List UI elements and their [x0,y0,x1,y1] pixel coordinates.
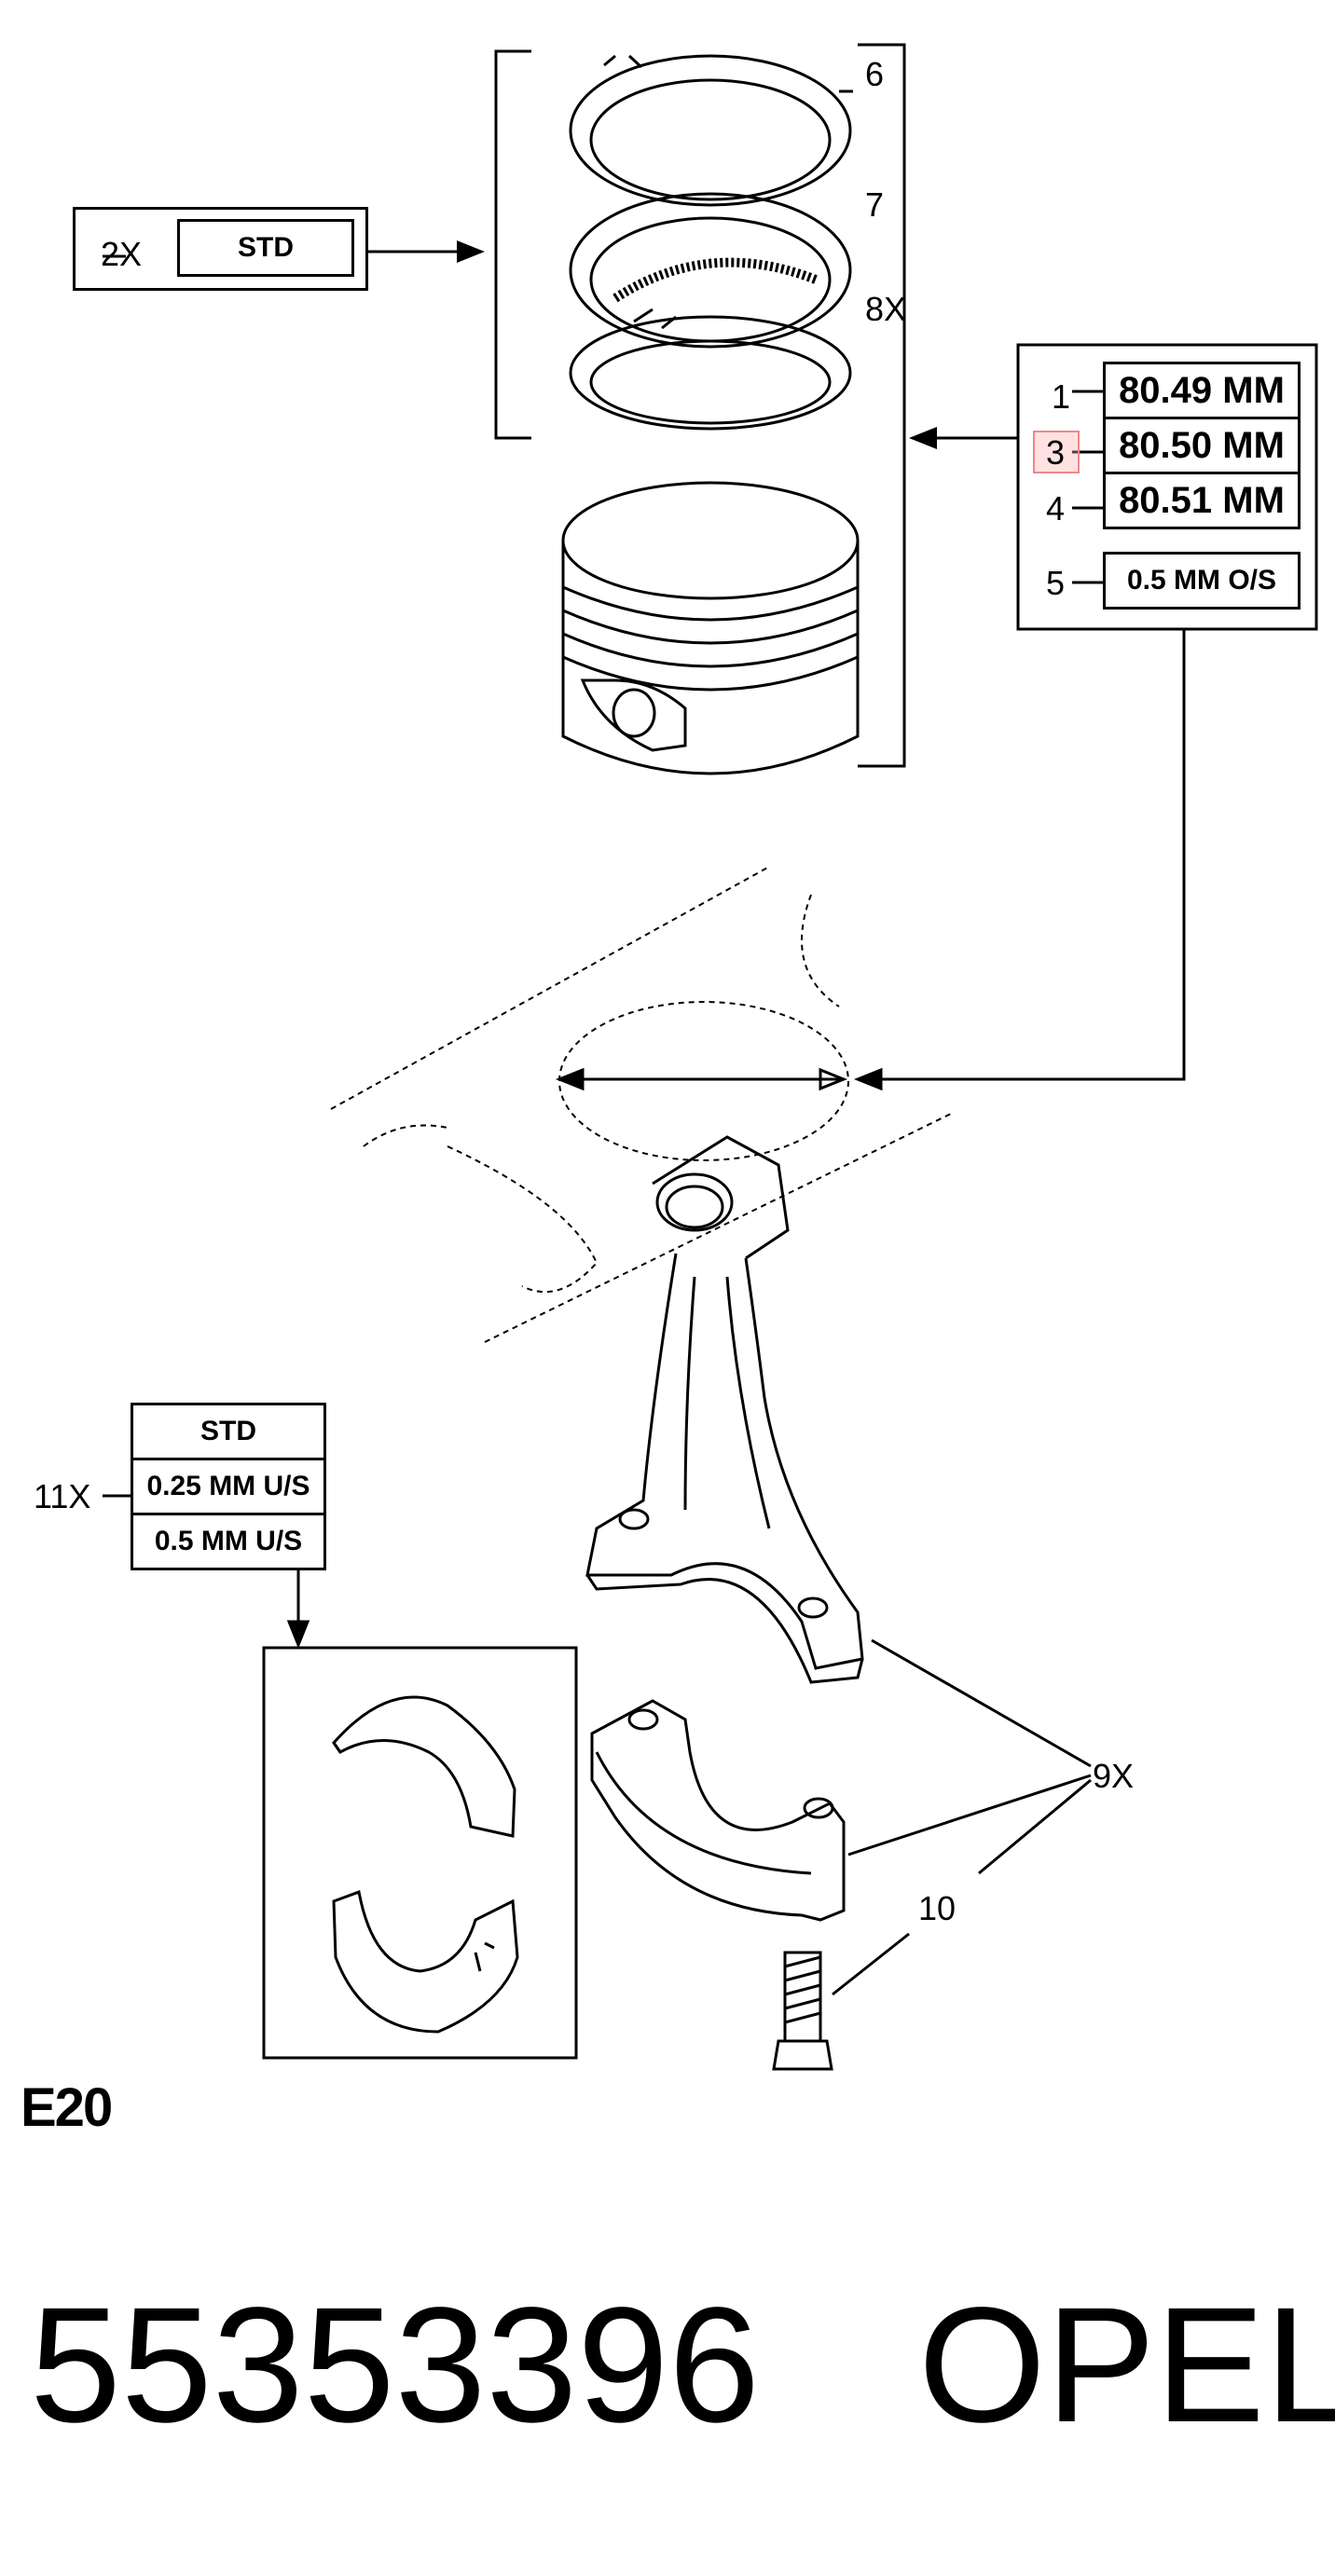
size-callout-1: 1 [1052,377,1071,416]
leader-9x-link [978,1778,1092,1875]
piston-bracket [858,43,906,768]
bearing-shell-lower [332,1889,519,2034]
leader-9x-cap [847,1774,1092,1857]
brand-name: OPEL [918,2274,1335,2457]
ring-grade-quantity: 2X [101,235,143,273]
rod-bolt [772,1951,833,2071]
size-option-80-51: 80.51 MM [1103,472,1301,529]
size-callout-3: 3 [1046,433,1066,472]
size-callout-4: 4 [1046,489,1066,528]
callout-oil-ring: 8X [865,290,907,328]
ring-bracket [494,49,531,440]
ring-grade-label: STD [177,219,354,277]
diagram-code: E20 [21,2077,113,2138]
size-option-80-50: 80.50 MM [1103,417,1301,474]
piston-body [561,481,860,775]
callout-top-ring: 6 [865,55,885,93]
callout-bolt: 10 [918,1889,957,1927]
leader-9x-rod [871,1638,1092,1768]
bearing-quantity: 11X [34,1477,91,1515]
callout-second-ring: 7 [865,185,885,224]
bearing-option-025: 0.25 MM U/S [131,1458,326,1515]
size-option-80-49: 80.49 MM [1103,362,1301,419]
callout-nut: 9X [1093,1757,1135,1795]
highlight-marker [1033,431,1080,473]
bearing-option-05: 0.5 MM U/S [131,1513,326,1570]
size-option-oversize: 0.5 MM O/S [1103,552,1301,610]
size-frame [1016,343,1318,631]
ring-grade-frame [73,207,368,291]
bearing-shells-box [262,1646,578,2060]
cylinder-block [330,866,952,1343]
bearing-option-std: STD [131,1403,326,1460]
bearing-cap [590,1699,846,1922]
oil-ring [569,315,852,431]
top-ring [569,54,852,207]
leader-10 [832,1932,910,1996]
size-leader [858,629,1186,1081]
bearing-shell-upper [332,1695,516,1838]
second-ring [569,192,852,349]
part-number: 55353396 [30,2274,761,2457]
size-callout-5: 5 [1046,564,1066,602]
connecting-rod [585,1135,864,1684]
